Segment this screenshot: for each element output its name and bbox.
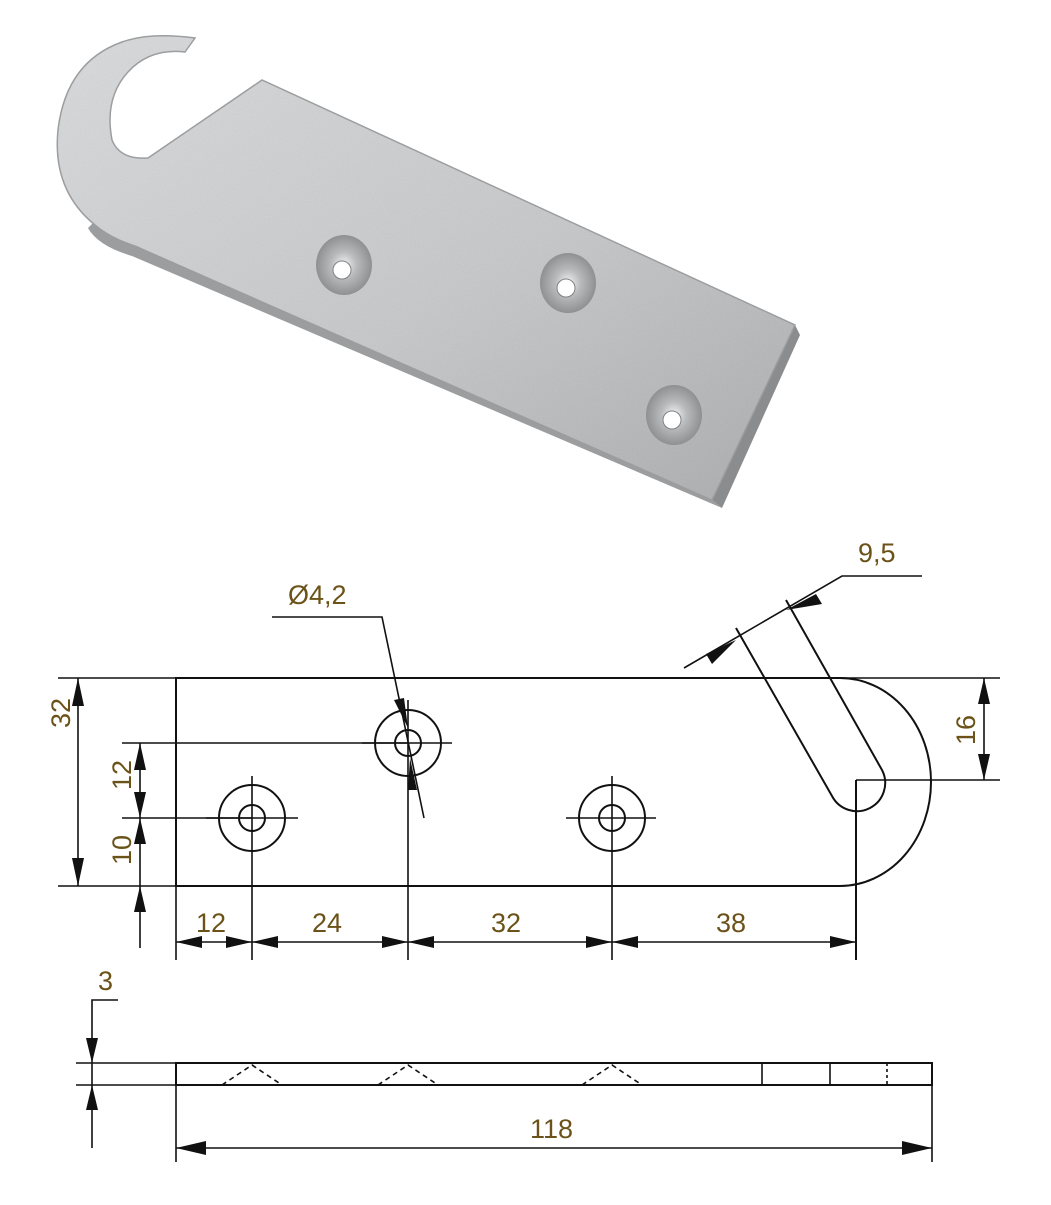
dim-length-total: 118 — [530, 1114, 573, 1144]
hole-3 — [566, 776, 656, 960]
photo-hole-2 — [540, 253, 596, 313]
dim-hole-offset-lower: 10 — [107, 835, 137, 865]
photo-hole-1 — [316, 235, 372, 295]
dim-hook-depth: 16 — [951, 715, 981, 745]
dim-slot-width: 9,5 — [858, 538, 896, 568]
bracket-bottom-edge — [88, 220, 722, 508]
bracket-edge — [712, 325, 800, 508]
photo-hole-3 — [646, 385, 702, 445]
dimension-labels: 32 12 10 16 Ø4,2 9,5 12 24 32 38 3 118 — [46, 538, 981, 1144]
dim-thickness: 3 — [98, 966, 113, 996]
top-view — [58, 575, 1000, 960]
top-view-outline — [175, 677, 932, 887]
dim-height-total: 32 — [46, 698, 76, 728]
dim-hole-diameter: Ø4,2 — [288, 580, 347, 610]
dim-hole-offset-upper: 12 — [107, 760, 137, 790]
dim-pitch-1: 12 — [196, 908, 226, 938]
dim-pitch-4: 38 — [716, 908, 746, 938]
dim-pitch-2: 24 — [312, 908, 342, 938]
side-view — [76, 999, 933, 1162]
dim-pitch-3: 32 — [491, 908, 521, 938]
bracket-photo — [56, 35, 800, 508]
diameter-leader — [272, 616, 425, 819]
hole-1 — [206, 776, 298, 960]
slot-width-leader — [683, 575, 922, 669]
bracket-texture — [57, 35, 795, 500]
side-view-outline — [175, 1062, 933, 1086]
slot-outline — [735, 599, 887, 813]
